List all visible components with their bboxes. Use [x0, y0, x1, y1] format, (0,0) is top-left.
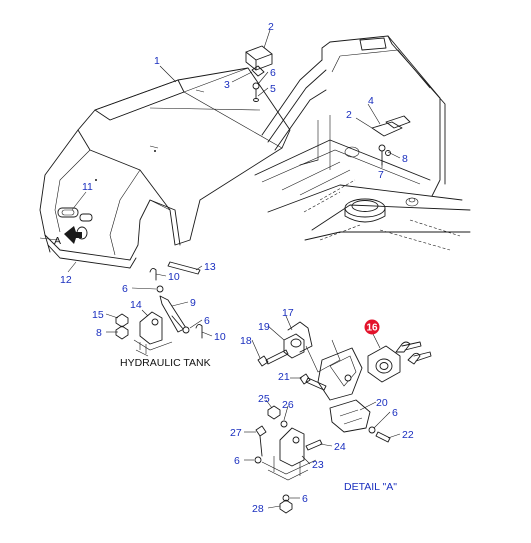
callout-9: 9 [190, 297, 196, 309]
fender-cover [39, 67, 291, 269]
callout-11: 11 [82, 181, 93, 193]
callout-2-right: 2 [346, 109, 352, 121]
callout-23: 23 [312, 459, 324, 471]
callout-28: 28 [252, 503, 264, 515]
callout-6-top: 6 [270, 67, 276, 79]
callout-6-strut: 6 [122, 283, 128, 295]
callout-24: 24 [334, 441, 346, 453]
callout-6-detail-left: 6 [234, 455, 240, 467]
tank-strut-assembly [115, 261, 203, 357]
callout-19: 19 [258, 321, 270, 333]
callout-labels: 1 2 3 6 5 4 2 8 7 11 A 12 10 13 6 9 15 8… [54, 21, 414, 515]
callout-22: 22 [402, 429, 414, 441]
callout-4: 4 [368, 95, 374, 107]
callout-6-detail-right: 6 [392, 407, 398, 419]
leader-lines [67, 29, 401, 509]
callout-20: 20 [376, 397, 388, 409]
callout-21: 21 [278, 371, 290, 383]
callout-18: 18 [240, 335, 252, 347]
detail-a-caption: DETAIL "A" [344, 481, 397, 493]
callout-1: 1 [154, 55, 160, 67]
callout-5: 5 [270, 83, 276, 95]
callout-8-right: 8 [402, 153, 408, 165]
callout-12: 12 [60, 274, 72, 286]
callout-17: 17 [282, 307, 294, 319]
callout-13: 13 [204, 261, 216, 273]
callout-6-tank-right: 6 [204, 315, 210, 327]
callout-3: 3 [224, 79, 230, 91]
callout-10-bottom: 10 [214, 331, 226, 343]
view-a-marker: A [54, 235, 61, 247]
highlight-badge-16 [364, 319, 380, 335]
top-bracket-assembly [245, 45, 273, 102]
callout-14: 14 [130, 299, 142, 311]
callout-8-tank: 8 [96, 327, 102, 339]
callout-10-top: 10 [168, 271, 180, 283]
callout-15: 15 [92, 309, 104, 321]
chassis-frame [254, 35, 471, 251]
callout-16-highlighted: 16 [366, 323, 378, 334]
callout-2-top: 2 [268, 21, 274, 33]
callout-7: 7 [378, 169, 384, 181]
hydraulic-tank-caption: HYDRAULIC TANK [120, 357, 211, 369]
detail-a-latch-assembly [254, 321, 432, 514]
callout-25: 25 [258, 393, 270, 405]
callout-26: 26 [282, 399, 294, 411]
callout-6-detail-bottom: 6 [302, 493, 308, 505]
callout-27: 27 [230, 427, 242, 439]
